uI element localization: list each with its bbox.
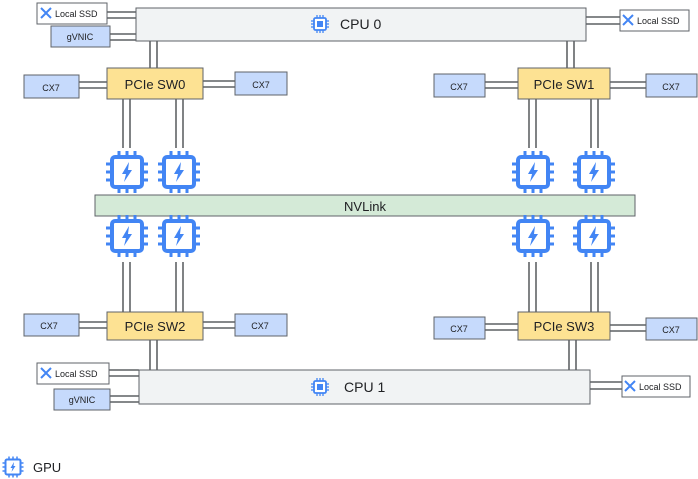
cx7-nic: CX7 (234, 313, 288, 337)
pcie-sw3-label: PCIe SW3 (534, 319, 595, 334)
nvlink-bar: NVLink (94, 194, 636, 217)
pcie-switch-sw0: PCIe SW0 (106, 67, 204, 100)
cpu1-label: CPU 1 (344, 379, 385, 395)
gvnic-label: gVNIC (69, 395, 96, 405)
cx7-label: CX7 (42, 83, 60, 93)
legend-gpu-label: GPU (33, 460, 61, 475)
cx7-nic: CX7 (433, 73, 486, 98)
local-ssd-cpu1-right: Local SSD (621, 375, 691, 398)
cx7-label: CX7 (40, 321, 58, 331)
pcie-sw1-label: PCIe SW1 (534, 77, 595, 92)
local-ssd-label: Local SSD (55, 9, 98, 19)
gpu-chip-icon (156, 213, 202, 259)
cpu0-block: CPU 0 (135, 7, 587, 42)
pcie-sw2-label: PCIe SW2 (125, 319, 186, 334)
gpu-chip-icon (1, 455, 25, 479)
nvlink-label: NVLink (344, 199, 386, 214)
connection-lines (79, 11, 646, 403)
gpu-row-top (104, 149, 617, 195)
cx7-label: CX7 (450, 82, 468, 92)
pcie-switch-sw1: PCIe SW1 (517, 67, 611, 100)
gvnic-cpu0: gVNIC (50, 25, 111, 48)
gpu-chip-icon (510, 149, 556, 195)
legend: GPU (1, 455, 61, 479)
cx7-label: CX7 (662, 325, 680, 335)
gpu-chip-icon (571, 213, 617, 259)
gvnic-cpu1: gVNIC (53, 388, 111, 411)
gvnic-label: gVNIC (67, 32, 94, 42)
cx7-nic: CX7 (645, 73, 698, 98)
cx7-label: CX7 (252, 80, 270, 90)
pcie-sw0-label: PCIe SW0 (125, 77, 186, 92)
gpu-chip-icon (104, 149, 150, 195)
cx7-nic: CX7 (645, 317, 698, 341)
cx7-label: CX7 (450, 324, 468, 334)
gpu-chip-icon (571, 149, 617, 195)
cx7-label: CX7 (662, 82, 680, 92)
gpu-chip-icon (104, 213, 150, 259)
cpu1-block: CPU 1 (138, 369, 591, 405)
pcie-switch-sw2: PCIe SW2 (106, 311, 204, 341)
pcie-switch-sw3: PCIe SW3 (517, 311, 611, 341)
cx7-label: CX7 (251, 321, 269, 331)
cx7-nic: CX7 (23, 313, 80, 337)
gpu-chip-icon (510, 213, 556, 259)
local-ssd-cpu1-left: Local SSD (36, 362, 110, 385)
local-ssd-label: Local SSD (55, 369, 98, 379)
cx7-nic: CX7 (234, 71, 288, 96)
local-ssd-label: Local SSD (639, 382, 682, 392)
cpu0-label: CPU 0 (340, 16, 381, 32)
local-ssd-cpu0-right: Local SSD (619, 9, 690, 32)
gpu-chip-icon (156, 149, 202, 195)
cx7-nic: CX7 (433, 316, 486, 340)
gpu-row-bottom (104, 213, 617, 259)
local-ssd-label: Local SSD (637, 16, 680, 26)
cx7-nic: CX7 (23, 74, 80, 99)
local-ssd-cpu0-left: Local SSD (36, 2, 108, 25)
